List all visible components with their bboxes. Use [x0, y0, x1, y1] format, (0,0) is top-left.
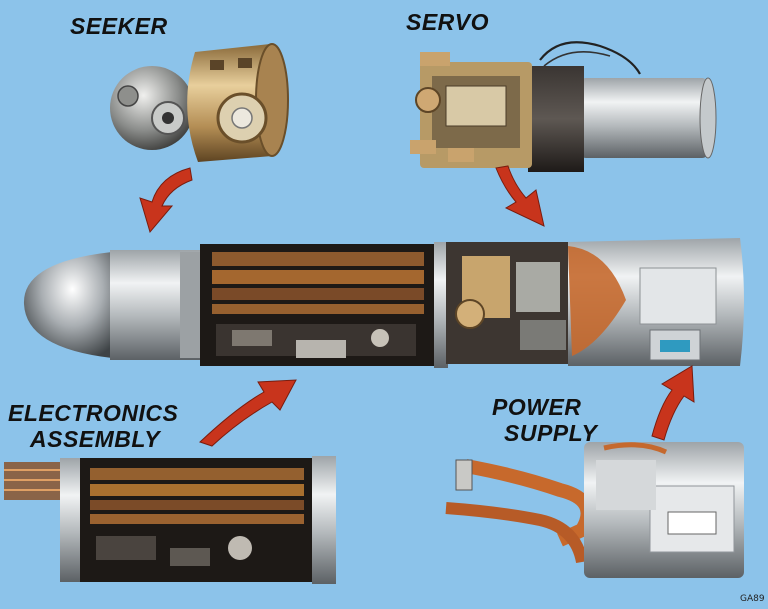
servo-label: SERVO	[406, 9, 490, 35]
missile-assembly	[23, 238, 744, 368]
power-supply-label: POWER SUPPLY	[492, 394, 598, 446]
missile-nose	[23, 252, 112, 358]
seeker-label: SEEKER	[70, 13, 168, 39]
power-supply-part	[445, 442, 744, 578]
figure-code: GA89	[740, 594, 765, 604]
servo-part	[410, 41, 717, 172]
arrow-curved-icon	[139, 167, 193, 234]
arrow-curved-icon	[495, 165, 545, 227]
servo-flange	[528, 66, 584, 172]
electronics-assembly-part	[4, 456, 336, 584]
arrow-curved-icon	[199, 379, 297, 447]
servo-motor-can	[580, 78, 708, 158]
arrow-curved-icon	[651, 365, 695, 441]
seeker-part	[110, 43, 289, 162]
electronics-assembly-label: ELECTRONICS ASSEMBLY	[8, 400, 179, 452]
